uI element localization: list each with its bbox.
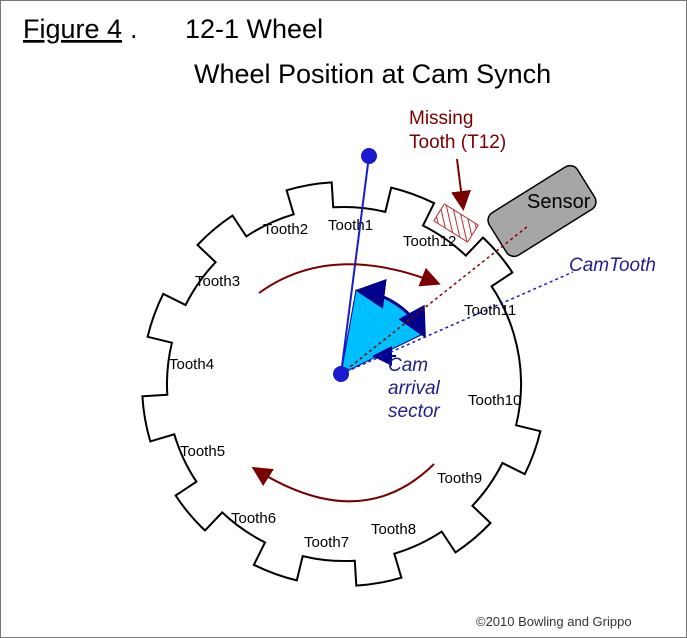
tooth-8-label: Tooth8 xyxy=(371,521,416,538)
tooth-labels: Tooth1Tooth2Tooth3Tooth4Tooth5Tooth6Toot… xyxy=(169,217,521,551)
sensor-label: Sensor xyxy=(527,191,591,213)
figure-label: Figure 4 xyxy=(23,14,122,44)
missing-tooth-label-line1: Missing xyxy=(409,108,473,129)
tooth-9-label: Tooth9 xyxy=(437,470,482,487)
figure-title: 12-1 Wheel xyxy=(185,14,323,44)
figure-subtitle: Wheel Position at Cam Synch xyxy=(194,59,551,89)
cam-sector-label-line3: sector xyxy=(388,401,440,422)
missing-tooth-marker xyxy=(433,203,479,243)
tooth-7-label: Tooth7 xyxy=(304,534,349,551)
copyright-text: ©2010 Bowling and Grippo xyxy=(476,614,632,629)
cam-sector-label-line1: Cam xyxy=(388,355,428,376)
pointer-tip-dot xyxy=(361,148,377,164)
sensor-body xyxy=(487,164,597,258)
missing-tooth-callout-arrow xyxy=(451,158,471,211)
tooth-2-label: Tooth2 xyxy=(263,221,308,238)
wheel-hub-dot xyxy=(333,366,349,382)
tooth-11-label: Tooth11 xyxy=(464,302,516,319)
missing-tooth-label-line2: Tooth (T12) xyxy=(409,132,506,153)
cam-sector-arc-arrow xyxy=(355,279,426,339)
tooth-12-label: Tooth12 xyxy=(403,233,456,250)
figure-dot: . xyxy=(130,14,138,44)
tooth-1-label: Tooth1 xyxy=(328,217,373,234)
tooth-4-label: Tooth4 xyxy=(169,356,214,373)
rotation-arrow-top xyxy=(258,263,441,294)
tooth-6-label: Tooth6 xyxy=(231,510,276,527)
sensor-dotted-line xyxy=(340,225,529,375)
cam-tooth-dotted-line xyxy=(340,271,574,375)
tooth-5-label: Tooth5 xyxy=(180,443,225,460)
tooth-3-label: Tooth3 xyxy=(195,273,240,290)
rotation-arrow-bottom xyxy=(251,463,435,503)
wheel-outline xyxy=(141,181,542,587)
cam-tooth-label: CamTooth xyxy=(569,255,656,276)
cam-sector-label-line2: arrival xyxy=(388,378,441,399)
tooth-10-label: Tooth10 xyxy=(468,392,521,409)
